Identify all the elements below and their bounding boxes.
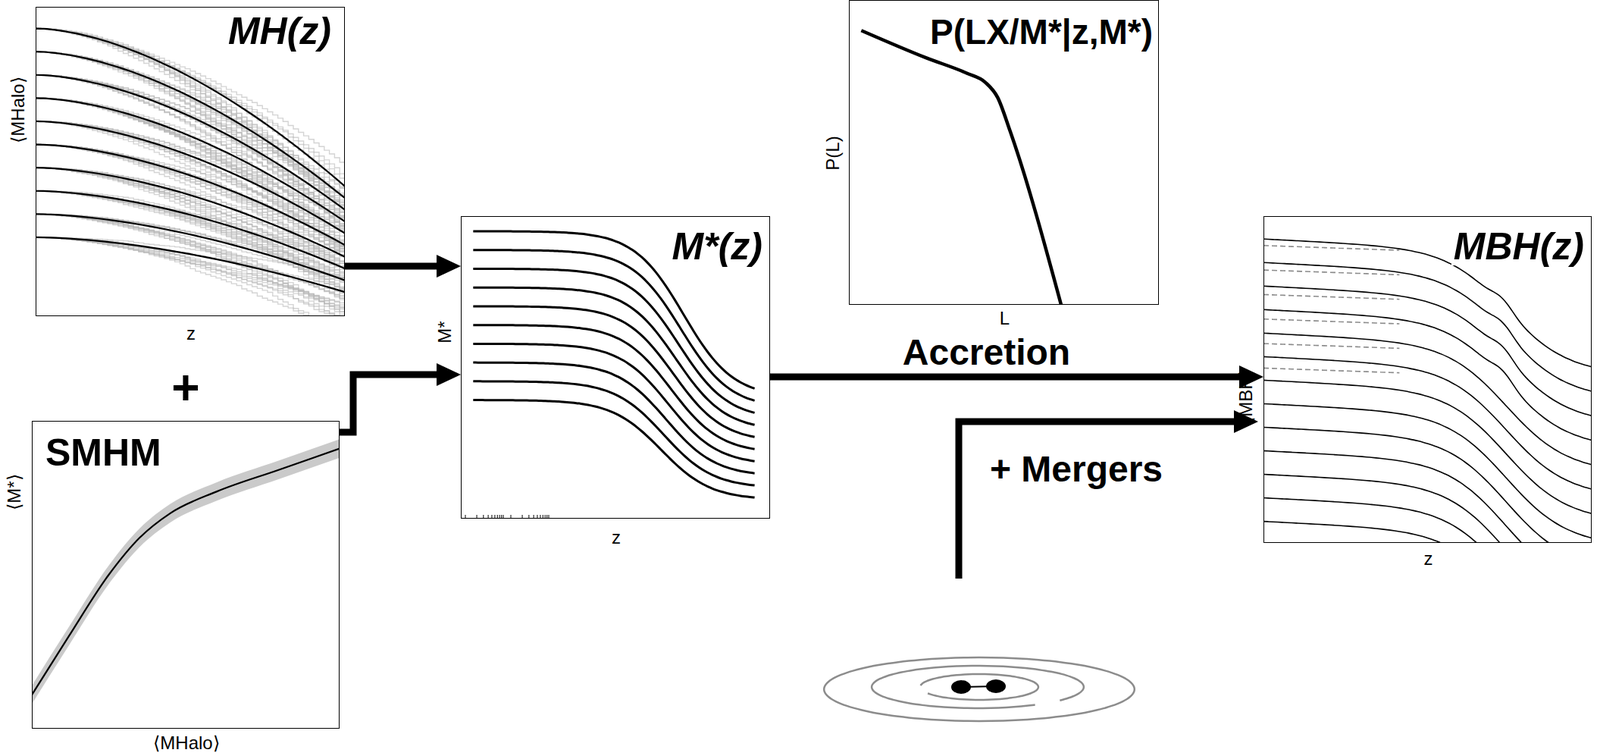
plot-panel: MH(z)⟨MHalo⟩z	[35, 6, 345, 317]
pl-group	[861, 30, 1063, 305]
bh-track	[1263, 332, 1592, 464]
flow-arrow	[339, 363, 461, 433]
plot-panel: P(LX/M*|z,M*)P(L)L	[848, 0, 1159, 305]
accretion-only-track	[1263, 343, 1400, 348]
halo-track	[35, 237, 345, 309]
panel-title: SMHM	[43, 433, 164, 472]
halo-track	[35, 213, 345, 317]
smhm-curve	[31, 448, 340, 696]
stellar-track	[472, 400, 755, 498]
plot-panel: SMHM⟨M*⟩⟨MHalo⟩	[31, 420, 340, 729]
accretion-only-track	[1263, 319, 1400, 324]
bh-track-group	[1263, 238, 1592, 543]
halo-track	[35, 167, 345, 302]
x-axis-label: z	[1422, 549, 1435, 568]
plot-panel: MBH(z)⟨MBH⟩z	[1263, 216, 1592, 543]
bh-track	[1263, 521, 1592, 543]
y-axis-label: M*	[435, 319, 455, 345]
y-axis-label: ⟨MHalo⟩	[9, 75, 28, 145]
halo-track-group	[35, 28, 345, 317]
smhm-group	[31, 438, 340, 704]
panel-title: MH(z)	[225, 12, 334, 51]
halo-track	[35, 237, 345, 314]
mean-halo-track	[35, 190, 345, 269]
arrowhead	[436, 254, 461, 278]
scatter-band	[31, 438, 340, 704]
stellar-track	[472, 268, 755, 413]
halo-track	[35, 190, 345, 285]
stellar-track	[472, 362, 755, 473]
bh-track	[1263, 497, 1592, 543]
merger-illustration	[823, 410, 1259, 721]
panel-title: MBH(z)	[1451, 227, 1587, 266]
y-axis-label: ⟨MBH⟩	[1236, 367, 1256, 425]
arrow-shaft	[339, 374, 439, 433]
bh-track	[1263, 426, 1592, 543]
mergers-label: + Mergers	[989, 450, 1163, 488]
y-axis-label: P(L)	[823, 134, 843, 172]
arrowhead	[436, 363, 461, 386]
mean-halo-track	[35, 75, 345, 210]
halo-track	[35, 237, 345, 307]
mergers-arrow	[958, 421, 1236, 579]
spiral-arm	[871, 665, 1084, 708]
stellar-track-group	[465, 231, 755, 519]
black-hole	[951, 679, 971, 694]
arrow-shaft	[344, 263, 439, 270]
panel-title: P(LX/M*|z,M*)	[927, 14, 1156, 50]
halo-track	[35, 167, 345, 293]
plus-sign: +	[171, 363, 200, 412]
mean-halo-track	[35, 237, 345, 292]
y-axis-label: ⟨M*⟩	[5, 472, 24, 512]
panel-title: M*(z)	[670, 227, 765, 266]
arrow-shaft	[770, 373, 1241, 381]
x-axis-label: ⟨MHalo⟩	[151, 733, 221, 752]
mean-halo-track	[35, 97, 345, 222]
x-axis-label: z	[610, 528, 623, 547]
bh-track	[1263, 474, 1592, 543]
accretion-only-track	[1263, 245, 1400, 251]
black-hole	[986, 679, 1006, 693]
mean-halo-track	[35, 167, 345, 257]
halo-track	[35, 237, 345, 307]
bh-track	[1263, 356, 1592, 489]
plot-panel: M*(z)M*z	[460, 216, 771, 519]
distribution-curve	[861, 30, 1063, 305]
halo-track	[35, 213, 345, 317]
x-axis-label: L	[998, 309, 1012, 328]
spiral-arm	[823, 657, 1135, 721]
stellar-track	[472, 343, 755, 461]
stellar-track	[472, 381, 755, 486]
bh-track	[1263, 403, 1592, 538]
bh-track	[1263, 450, 1592, 543]
halo-track	[35, 167, 345, 294]
accretion-only-track	[1263, 269, 1400, 275]
bh-track	[1263, 379, 1592, 514]
flow-arrow	[344, 254, 461, 278]
bh-track	[1263, 262, 1592, 392]
accretion-only-track	[1263, 367, 1400, 373]
edge-label: Accretion	[902, 334, 1071, 371]
x-axis-label: z	[184, 324, 198, 343]
accretion-only-track	[1263, 294, 1400, 299]
mean-halo-track	[35, 213, 345, 280]
halo-track	[35, 167, 345, 292]
spiral-arm	[920, 673, 1039, 700]
